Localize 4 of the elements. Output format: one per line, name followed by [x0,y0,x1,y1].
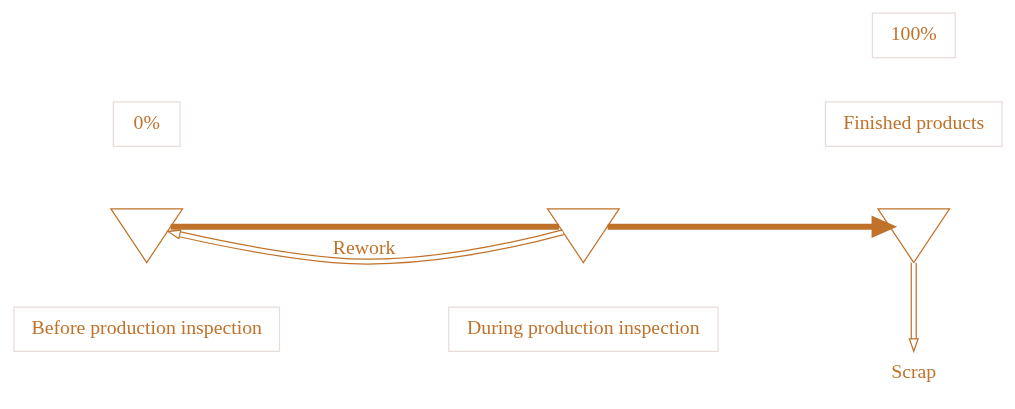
node-text: Scrap [890,360,936,383]
edge-label: Rework [332,235,395,258]
label: 100% [890,21,937,44]
label: 0% [133,110,160,133]
